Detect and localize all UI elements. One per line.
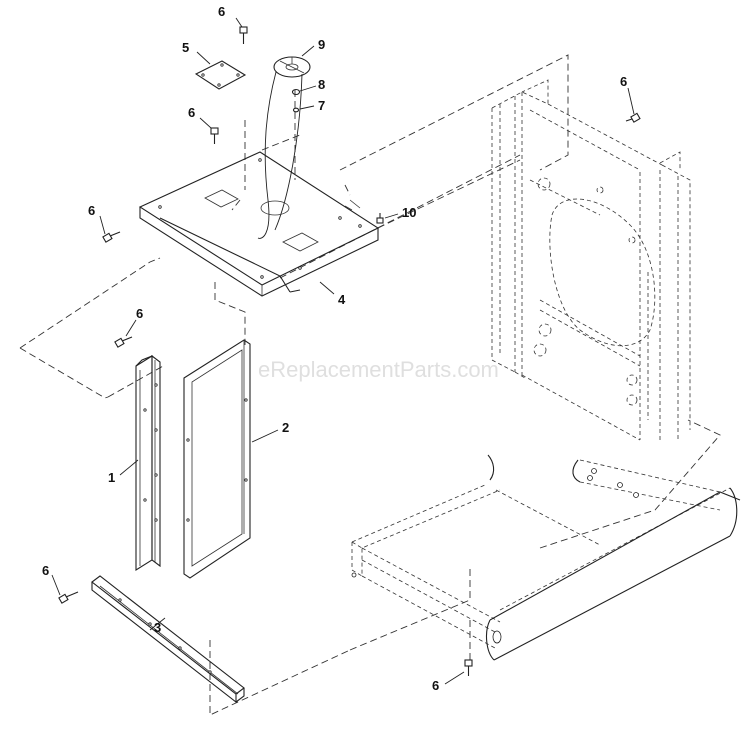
screw-icon [376, 213, 384, 224]
screw-icon [239, 26, 248, 44]
screw-icon [114, 336, 133, 348]
screw-icon [102, 231, 121, 243]
callout-roof-panel: 4 [338, 292, 346, 307]
screw-icon [58, 591, 79, 604]
hardware [58, 26, 641, 676]
callout-screw-top: 6 [218, 4, 225, 19]
callout-screw-right: 10 [402, 205, 416, 220]
washer-icon [292, 107, 300, 113]
callout-nut: 8 [318, 77, 325, 92]
assembly-lines [19, 54, 721, 716]
callout-screw-bottom-left: 6 [42, 563, 49, 578]
callout-grommet: 9 [318, 37, 325, 52]
callout-screw-left-roof: 6 [88, 203, 95, 218]
callout-screw-frame-top: 6 [620, 74, 627, 89]
cover-plate [194, 60, 247, 90]
leader-lines [51, 17, 635, 685]
screw-icon [625, 112, 641, 123]
callout-bottom-channel: 3 [154, 620, 161, 635]
roof-panel [138, 151, 380, 297]
nut-icon [291, 88, 301, 96]
bottom-channel [91, 575, 245, 704]
watermark: eReplacementParts.com [258, 357, 499, 382]
mounting-frame [491, 79, 691, 441]
callout-cover-plate: 5 [182, 40, 189, 55]
callout-screw-frame-bottom: 6 [432, 678, 439, 693]
screw-icon [464, 659, 473, 676]
callout-side-channel: 1 [108, 470, 115, 485]
callout-side-panel: 2 [282, 420, 289, 435]
callout-screw-side-upper: 6 [136, 306, 143, 321]
side-panel [183, 339, 251, 579]
side-channel [135, 354, 161, 571]
screw-icon [210, 127, 219, 144]
callout-screw-roof-edge: 6 [188, 105, 195, 120]
callout-washer: 7 [318, 98, 325, 113]
grommet [257, 56, 311, 239]
base-frame [351, 454, 741, 661]
callouts: 6 5 9 8 7 6 6 10 4 6 1 2 6 3 6 6 [42, 4, 627, 693]
